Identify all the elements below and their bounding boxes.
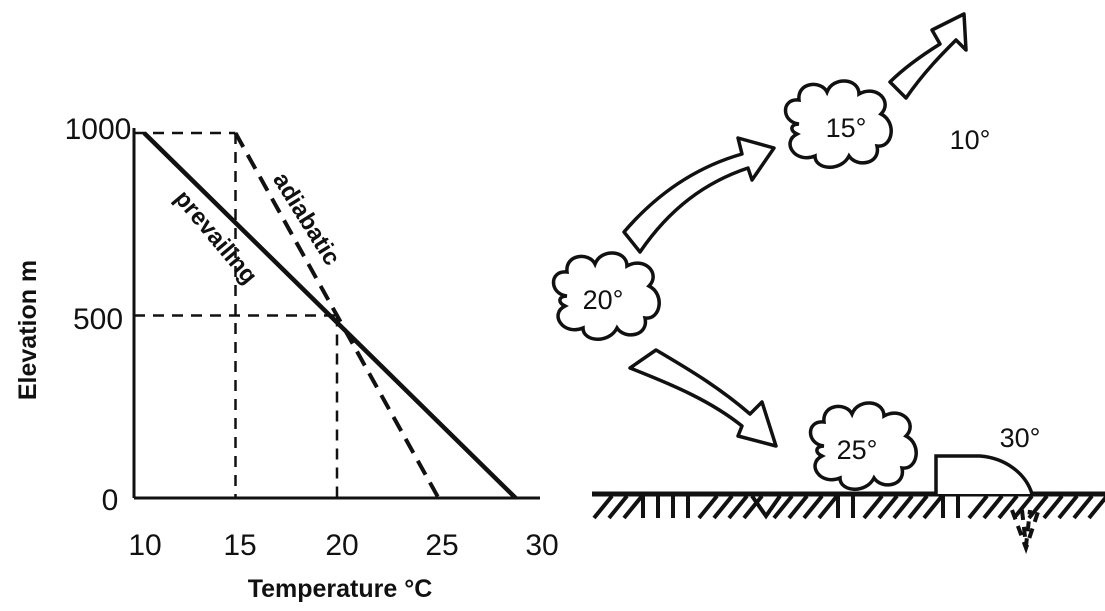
cloud-label-20: 20° (583, 285, 624, 315)
arrow-rising-upper (888, 12, 968, 100)
ground-hatch-mark (622, 494, 644, 520)
ground-hatch-mark (982, 494, 1004, 520)
elevation-temperature-chart: 1000 500 0 10 15 20 25 30 Temperature °C… (14, 113, 559, 603)
air-label-30: 30° (1000, 423, 1041, 453)
ground-hatch-mark (862, 494, 884, 520)
ground-hatch-mark (877, 494, 899, 520)
ground-hatch-mark (592, 494, 614, 520)
ground-surface (592, 491, 1105, 520)
adiabatic-series-line (233, 132, 441, 499)
ground-hatch-mark (922, 494, 944, 520)
arrow-ground-descending (1010, 509, 1040, 555)
prevailing-series-line (142, 131, 518, 500)
air-parcel-illustration: 20° 15° 25° 10° 30° (551, 12, 1105, 555)
air-label-10: 10° (950, 125, 991, 155)
x-axis-title: Temperature °C (248, 575, 433, 603)
ground-hatch-mark (772, 494, 794, 520)
series-lines (142, 131, 518, 500)
ground-hatch-mark (967, 494, 989, 520)
ground-hatch-mark (997, 494, 1019, 520)
ground-hatch-mark (892, 494, 914, 520)
x-tick-30: 30 (525, 529, 558, 562)
ground-hatch-mark (607, 494, 629, 520)
ground-hatch-mark (1027, 494, 1049, 520)
y-tick-0: 0 (102, 484, 119, 517)
cloud-label-15: 15° (826, 113, 867, 143)
ground-hatch-mark (1012, 494, 1034, 520)
ground-hatch-mark (1057, 494, 1079, 520)
ground-hatch-mark (802, 494, 824, 520)
ground-hatch-mark (742, 494, 764, 520)
x-tick-10: 10 (128, 529, 161, 562)
ground-hatch-mark (712, 494, 734, 520)
heated-ground-patch (934, 454, 1034, 495)
arrow-sinking-to-25 (628, 348, 778, 448)
ground-hatch-mark (817, 494, 839, 520)
arrow-rising-to-15 (622, 136, 776, 254)
cloud-label-25: 25° (837, 435, 878, 465)
ground-notch (750, 494, 782, 520)
y-axis-title: Elevation m (14, 260, 42, 400)
x-tick-25: 25 (425, 529, 458, 562)
y-tick-1000: 1000 (65, 113, 132, 146)
y-tick-500: 500 (73, 303, 123, 336)
reference-lines (134, 131, 339, 498)
ground-hatch-mark (1087, 495, 1105, 520)
x-tick-15: 15 (223, 529, 256, 562)
x-tick-20: 20 (325, 529, 358, 562)
adiabatic-line-label: adiabatic (267, 168, 345, 271)
ground-hatch-mark (727, 494, 749, 520)
ground-hatch-mark (1042, 494, 1064, 520)
ground-hatch-mark (697, 494, 719, 520)
ground-hatching (592, 494, 1105, 520)
ground-hatch-mark (907, 494, 929, 520)
ground-hatch-mark (787, 494, 809, 520)
ground-hatch-mark (1072, 494, 1094, 520)
